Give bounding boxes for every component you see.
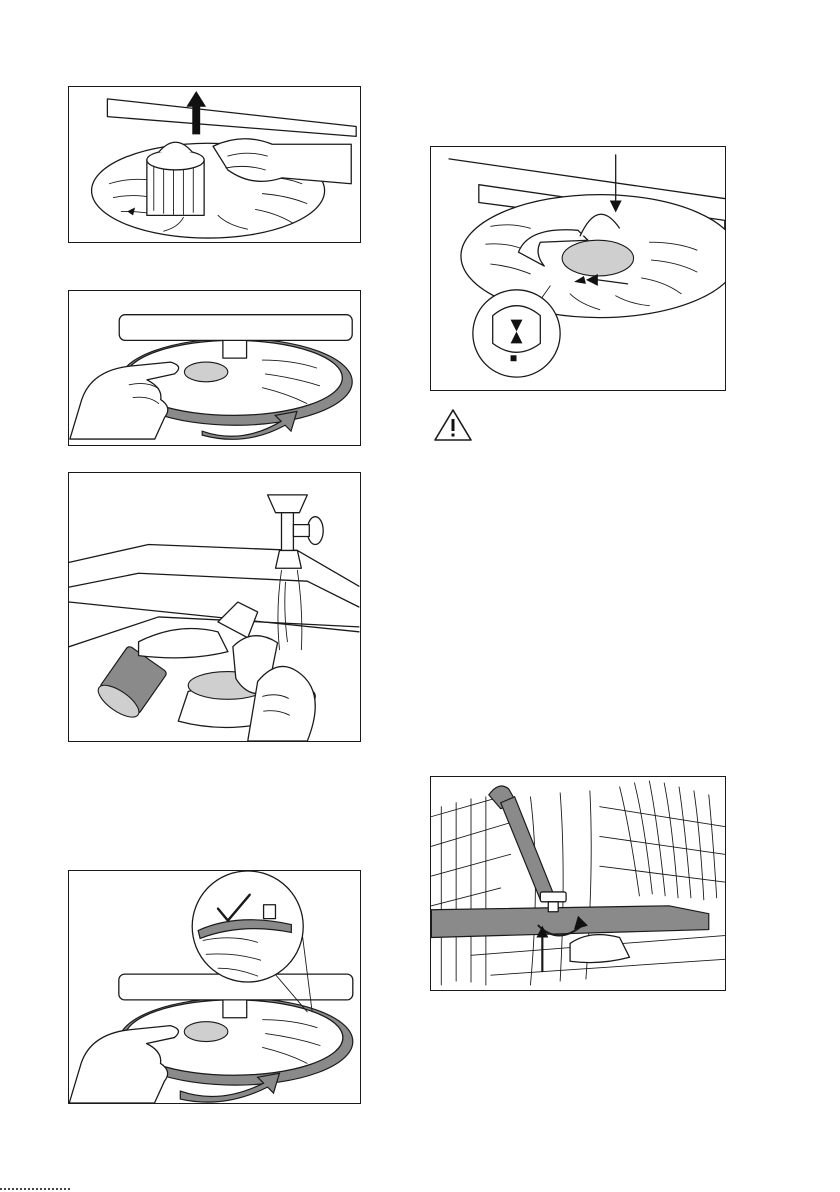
footer-divider	[0, 1188, 70, 1192]
rinse-filter-under-tap-illustration	[69, 473, 360, 741]
figure-turn-filter-right	[68, 870, 361, 1104]
turn-filter-counterclockwise-illustration	[69, 291, 360, 445]
figure-insert-filter	[430, 146, 726, 391]
turn-filter-clockwise-check-illustration	[69, 871, 360, 1103]
figure-remove-spray-arm	[430, 776, 726, 991]
figure-lift-filter	[68, 86, 361, 243]
figure-rinse-filter	[68, 472, 361, 742]
insert-filter-aligned-illustration	[431, 147, 725, 390]
figure-turn-filter-left	[68, 290, 361, 446]
remove-spray-arm-illustration	[431, 777, 725, 990]
warning-triangle-icon	[433, 408, 473, 442]
lift-filter-illustration	[69, 87, 360, 242]
